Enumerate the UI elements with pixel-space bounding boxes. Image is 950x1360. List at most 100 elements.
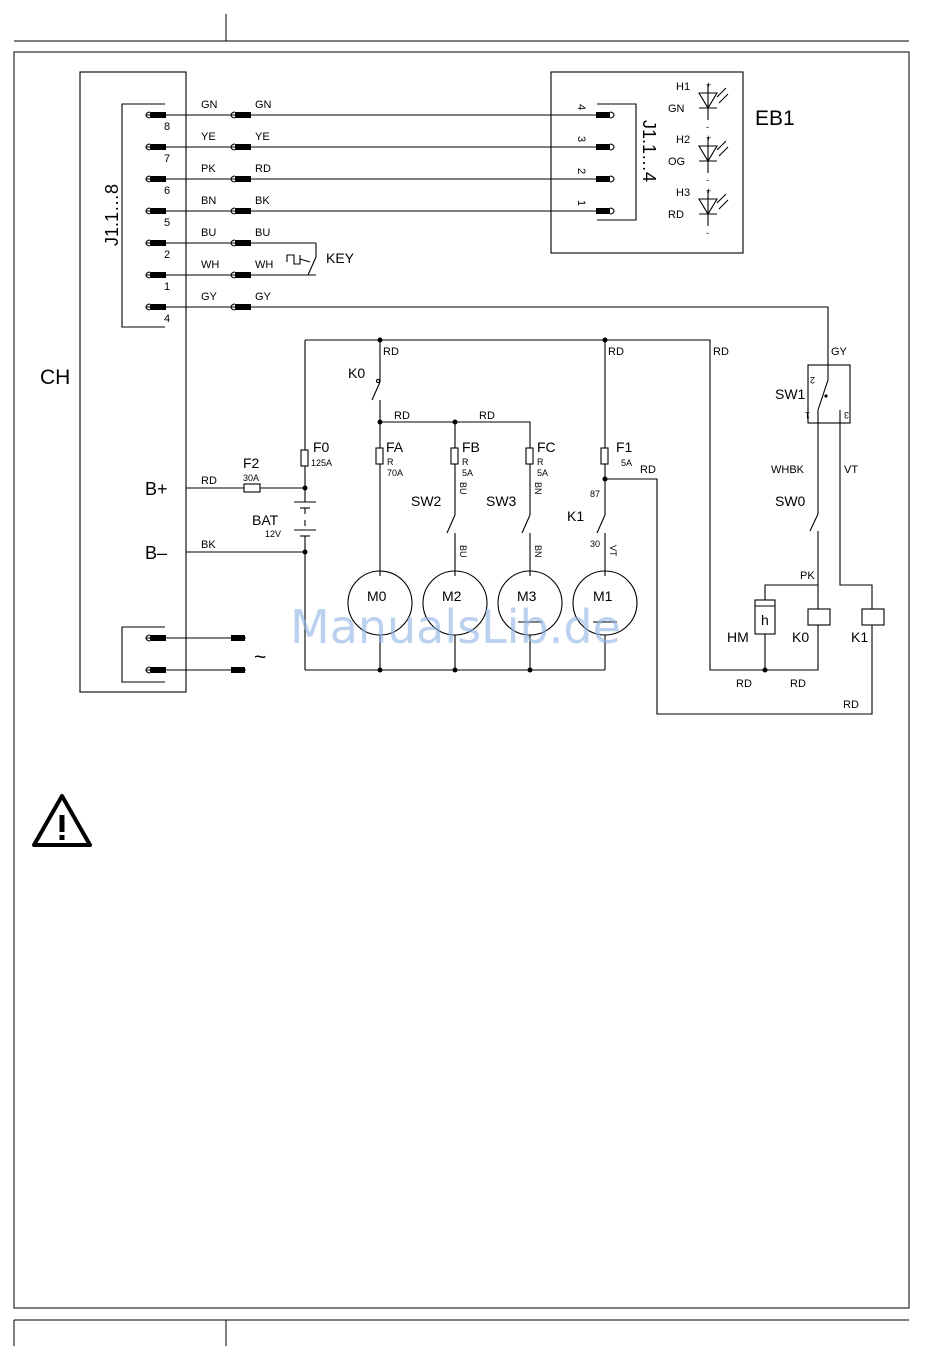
svg-text:RD: RD bbox=[479, 410, 495, 422]
svg-text:GN: GN bbox=[668, 103, 685, 115]
motor-m1-label: M1 bbox=[593, 588, 613, 604]
eb1-box: EB1 J1.1…4 4 3 2 1 H1 GN + - bbox=[550, 71, 795, 254]
wire-color-label: YE bbox=[255, 131, 270, 143]
wire-color-label: BK bbox=[255, 195, 270, 207]
svg-text:RD: RD bbox=[608, 346, 624, 358]
page-frame bbox=[13, 14, 910, 1346]
fa-label: FA bbox=[386, 439, 404, 455]
wire-color-label: BN bbox=[201, 195, 216, 207]
ch-box: CH bbox=[40, 71, 187, 693]
wire-row-wh bbox=[145, 271, 316, 279]
svg-text:5A: 5A bbox=[621, 458, 632, 468]
j1-8-label: J1.1…8 bbox=[102, 184, 122, 246]
wire-color-label: RD bbox=[255, 163, 271, 175]
svg-text:5A: 5A bbox=[462, 468, 473, 478]
wire-row-ye bbox=[145, 143, 599, 151]
b-plus-label: B+ bbox=[145, 479, 168, 499]
pin-number: 3 bbox=[575, 136, 587, 142]
pin-number: 4 bbox=[575, 104, 587, 110]
pin-number: 2 bbox=[164, 249, 170, 261]
wire-row-gy bbox=[145, 303, 829, 365]
svg-text:WHBK: WHBK bbox=[771, 464, 805, 476]
wire-row-bu bbox=[145, 239, 316, 247]
left-connector-wires: 8 7 6 5 2 1 4 GN YE PK BN BU WH GY GN YE… bbox=[145, 99, 829, 365]
wire-color-label: BU bbox=[201, 227, 216, 239]
svg-text:-: - bbox=[706, 175, 709, 185]
svg-text:RD: RD bbox=[843, 699, 859, 711]
fb-label: FB bbox=[462, 439, 480, 455]
pin-number: 5 bbox=[164, 217, 170, 229]
ac-symbol: ~ bbox=[254, 646, 266, 669]
svg-text:OG: OG bbox=[668, 156, 685, 168]
connector-j1-8: J1.1…8 bbox=[102, 103, 165, 328]
svg-text:PK: PK bbox=[800, 570, 815, 582]
k1-switch-label: K1 bbox=[567, 508, 584, 524]
pin-number: 8 bbox=[164, 121, 170, 133]
k0-coil-label: K0 bbox=[792, 629, 809, 645]
svg-text:-: - bbox=[706, 228, 709, 238]
wire-row-pk bbox=[145, 175, 599, 183]
f2-rating: 30A bbox=[243, 473, 259, 483]
wire-row-gn bbox=[145, 111, 599, 119]
svg-text:-: - bbox=[706, 122, 709, 132]
wire-color-label: WH bbox=[255, 259, 273, 271]
f1-label: F1 bbox=[616, 439, 633, 455]
j1-4-label: J1.1…4 bbox=[639, 120, 659, 182]
bat-voltage: 12V bbox=[265, 529, 281, 539]
hm-h-label: h bbox=[761, 612, 769, 628]
f0-rating: 125A bbox=[311, 458, 332, 468]
svg-text:RD: RD bbox=[383, 346, 399, 358]
pin-number: 1 bbox=[164, 281, 170, 293]
svg-text:RD: RD bbox=[640, 464, 656, 476]
svg-text:+: + bbox=[706, 133, 711, 143]
svg-text:R: R bbox=[462, 457, 469, 467]
component-labels: B+ B– BAT 12V F2 30A F0 125A FA R 70A FB… bbox=[145, 365, 868, 669]
led-h3: H3 RD + - bbox=[668, 186, 729, 238]
pin-number: 1 bbox=[575, 200, 587, 206]
svg-text:R: R bbox=[387, 457, 394, 467]
sw2-label: SW2 bbox=[411, 493, 442, 509]
svg-text:RD: RD bbox=[790, 678, 806, 690]
wire-labels: RD RD RD RD RD RD BK RD GY WHBK VT PK BU… bbox=[201, 346, 859, 711]
sw3-label: SW3 bbox=[486, 493, 517, 509]
eb1-label: EB1 bbox=[755, 107, 795, 130]
key-switch: KEY bbox=[286, 243, 355, 276]
pin-number: 7 bbox=[164, 153, 170, 165]
svg-text:BU: BU bbox=[458, 545, 468, 558]
f0-label: F0 bbox=[313, 439, 330, 455]
svg-text:H2: H2 bbox=[676, 134, 690, 146]
sw0-label: SW0 bbox=[775, 493, 806, 509]
wire-color-label: GY bbox=[201, 291, 218, 303]
svg-text:RD: RD bbox=[713, 346, 729, 358]
fc-label: FC bbox=[537, 439, 556, 455]
warning-icon bbox=[32, 794, 92, 847]
svg-text:RD: RD bbox=[394, 410, 410, 422]
wire-color-label: GN bbox=[255, 99, 272, 111]
power-circuit bbox=[121, 337, 885, 715]
svg-text:+: + bbox=[706, 80, 711, 90]
svg-text:H3: H3 bbox=[676, 187, 690, 199]
svg-text:BU: BU bbox=[458, 482, 468, 495]
svg-text:30: 30 bbox=[590, 539, 600, 549]
pin-number: 6 bbox=[164, 185, 170, 197]
svg-text:5A: 5A bbox=[537, 468, 548, 478]
svg-text:RD: RD bbox=[668, 209, 684, 221]
svg-text:+: + bbox=[706, 186, 711, 196]
watermark: ManualsLib.de bbox=[290, 600, 621, 654]
svg-text:70A: 70A bbox=[387, 468, 403, 478]
svg-text:VT: VT bbox=[844, 464, 858, 476]
pin-number: 4 bbox=[164, 313, 170, 325]
svg-text:VT: VT bbox=[608, 545, 618, 557]
svg-text:RD: RD bbox=[736, 678, 752, 690]
wire-color-label: PK bbox=[201, 163, 216, 175]
wire-color-label: BU bbox=[255, 227, 270, 239]
pin-number: 2 bbox=[575, 168, 587, 174]
motor-m3-label: M3 bbox=[517, 588, 537, 604]
b-minus-label: B– bbox=[145, 543, 167, 563]
wire-color-label: GN bbox=[201, 99, 218, 111]
ch-label: CH bbox=[40, 366, 70, 389]
svg-text:R: R bbox=[537, 457, 544, 467]
wire-color-label: YE bbox=[201, 131, 216, 143]
key-label: KEY bbox=[326, 250, 355, 266]
